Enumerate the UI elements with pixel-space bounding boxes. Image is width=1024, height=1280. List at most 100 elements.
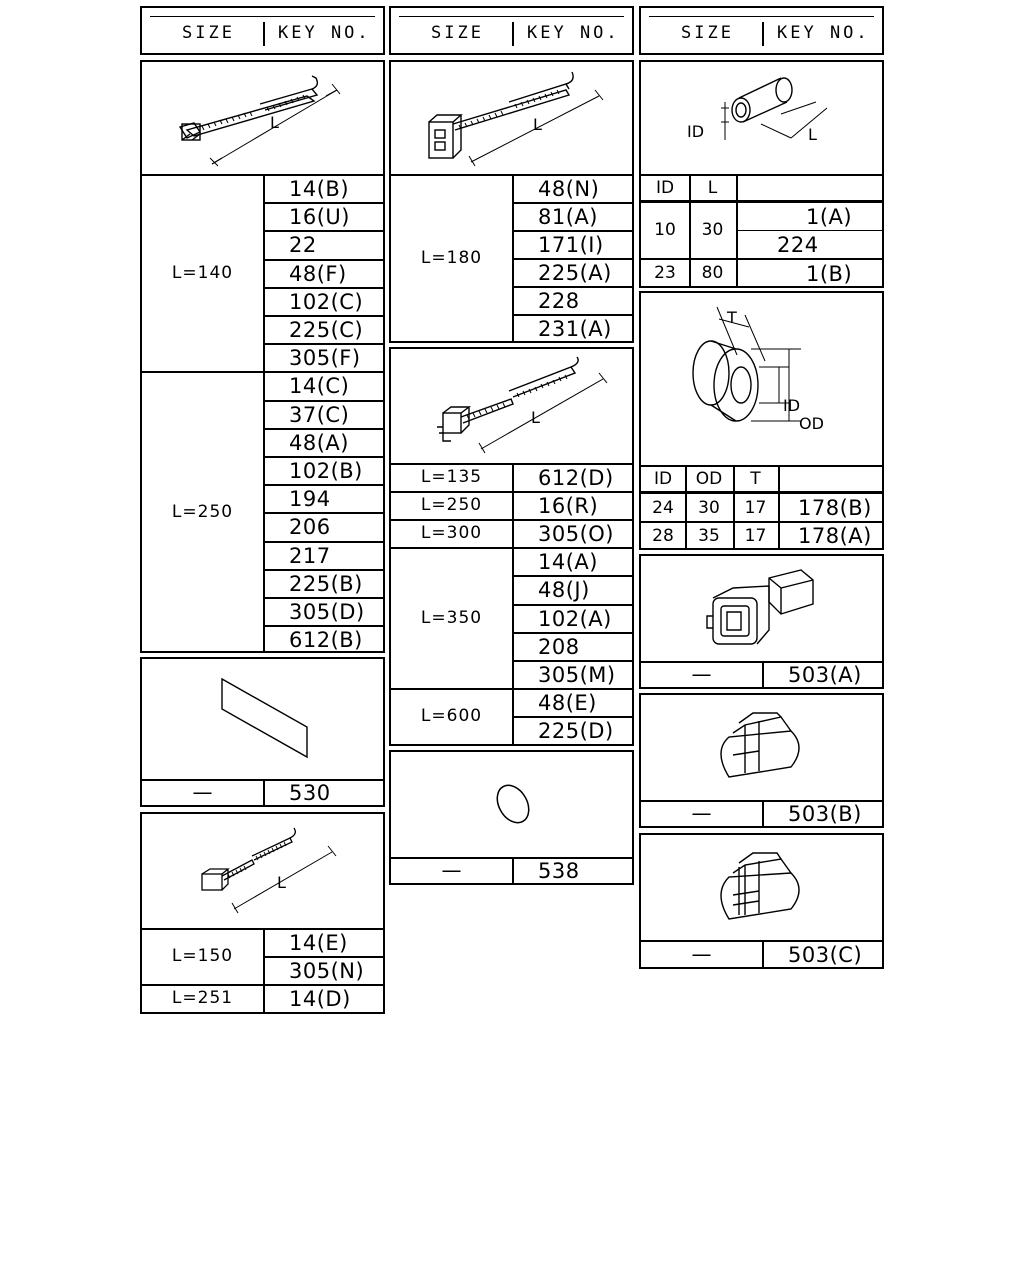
connector-illustration (706, 569, 814, 645)
grommet-illustration: T ID OD (692, 306, 824, 433)
tube-col-l: L (707, 178, 718, 198)
cable-tie-a-key: 14(C) (289, 374, 350, 399)
cable-tie-c-size: L=180 (420, 248, 483, 268)
cable-tie-a-key: 225(B) (289, 571, 363, 596)
cable-tie-d-key: 612(D) (538, 466, 614, 491)
grommet-id-label: ID (783, 396, 800, 415)
grommet-t-label: T (726, 308, 737, 327)
grommet-row-od: 30 (698, 497, 720, 518)
cap-c-key: 503(C) (788, 942, 863, 967)
cap-c-size: — (691, 941, 712, 966)
header-col2: SIZE KEY NO. (389, 6, 634, 55)
cable-tie-a-key: 194 (289, 487, 331, 512)
tube-table: ID L ID L 10 30 1(A) 224 23 80 1(B) (639, 60, 884, 288)
cable-tie-d-key: 14(A) (538, 550, 598, 575)
cable-tie-a-key: 16(U) (289, 205, 350, 230)
tube-row-key: 1(B) (806, 262, 853, 286)
cable-tie-d-length-label: L (531, 408, 540, 427)
cable-tie-a-key: 48(F) (289, 261, 347, 286)
cable-tie-c-key: 231(A) (538, 317, 612, 341)
cable-tie-d-key: 208 (538, 634, 580, 659)
grommet-col-t: T (750, 469, 761, 489)
tube-row-id: 10 (654, 220, 676, 240)
cable-tie-b-length-label: L (277, 873, 286, 892)
header-key-label: KEY NO. (777, 23, 870, 43)
cable-tie-a-key: 612(B) (289, 628, 363, 653)
cable-tie-a-size: L=140 (171, 262, 234, 283)
grommet-row-id: 24 (652, 497, 674, 518)
cable-tie-b-key: 14(E) (289, 931, 348, 955)
cap-b-key: 503(B) (788, 802, 862, 826)
grommet-row-od: 35 (698, 526, 720, 546)
cable-tie-a-key: 305(D) (289, 600, 365, 625)
disc-size: — (441, 858, 462, 882)
header-size-label: SIZE (182, 23, 235, 43)
connector-table: — 503(A) (639, 554, 884, 689)
tube-row-l: 30 (701, 220, 724, 240)
disc-illustration (496, 784, 530, 824)
sheet-key: 530 (289, 781, 331, 805)
cable-tie-a-key: 22 (289, 233, 317, 258)
cable-tie-d-key: 48(E) (538, 690, 597, 715)
cable-tie-a-key: 206 (289, 515, 331, 540)
cable-tie-a-key: 305(F) (289, 346, 361, 371)
cable-tie-a-key: 225(C) (289, 318, 364, 343)
cable-tie-a-key: 102(B) (289, 459, 363, 484)
cable-tie-d-size: L=250 (420, 495, 483, 516)
cable-tie-d-key: 305(M) (538, 662, 616, 687)
grommet-od-label: OD (799, 414, 824, 433)
cable-tie-c-key: 48(N) (538, 177, 600, 201)
tube-row-key: 1(A) (806, 205, 853, 229)
header-col3: SIZE KEY NO. (639, 6, 884, 55)
cable-tie-a-size: L=250 (171, 502, 234, 523)
grommet-row-key: 178(B) (798, 495, 872, 520)
cap-c-illustration (720, 852, 800, 920)
cable-tie-d-key: 16(R) (538, 494, 599, 519)
header-size-label: SIZE (431, 23, 484, 43)
grommet-row-key: 178(A) (798, 524, 872, 548)
cap-c-table: — 503(C) (639, 833, 884, 969)
cable-tie-b-size: L=150 (171, 946, 234, 966)
sheet-size: — (192, 780, 213, 804)
cable-tie-d-key: 305(O) (538, 522, 614, 547)
cap-b-table: — 503(B) (639, 693, 884, 828)
grommet-row-t: 17 (744, 526, 767, 546)
tube-length-label: L (808, 125, 817, 144)
header-key-label: KEY NO. (278, 23, 371, 43)
cable-tie-d-illustration: L (437, 356, 608, 454)
cable-tie-b-key: 305(N) (289, 959, 365, 983)
cable-tie-c-key: 228 (538, 289, 580, 313)
grommet-col-od: OD (695, 469, 723, 489)
sheet-table: — 530 (140, 657, 385, 807)
header-col1: SIZE KEY NO. (140, 6, 385, 55)
tube-row-l: 80 (701, 263, 724, 283)
disc-table: — 538 (389, 750, 634, 885)
tube-illustration: ID L (687, 77, 828, 144)
tube-row-id: 23 (654, 263, 676, 283)
cap-b-illustration (720, 712, 800, 778)
cable-tie-d-size: L=600 (420, 705, 483, 726)
cable-tie-d-size: L=350 (420, 607, 483, 628)
connector-key: 503(A) (788, 663, 862, 687)
grommet-col-id: ID (653, 469, 673, 489)
header-key-label: KEY NO. (527, 23, 620, 43)
cable-tie-c-key: 81(A) (538, 205, 598, 229)
tube-col-id: ID (655, 178, 675, 198)
cable-tie-c-illustration: L (428, 71, 604, 167)
cable-tie-a-length-label: L (270, 113, 279, 132)
grommet-row-t: 17 (744, 497, 767, 518)
cable-tie-d-key: 48(J) (538, 578, 590, 603)
connector-size: — (691, 662, 712, 686)
cable-tie-b-illustration: L (201, 827, 337, 914)
cable-tie-d-key: 102(A) (538, 606, 612, 631)
cable-tie-d-size: L=135 (420, 467, 483, 488)
tube-row-key: 224 (777, 233, 819, 257)
grommet-table: T ID OD ID OD T 24 30 17 178(B) 28 35 17… (639, 291, 884, 550)
cable-tie-c-key: 171(I) (538, 233, 604, 257)
tube-id-label: ID (687, 122, 704, 141)
grommet-row-id: 28 (652, 526, 674, 546)
